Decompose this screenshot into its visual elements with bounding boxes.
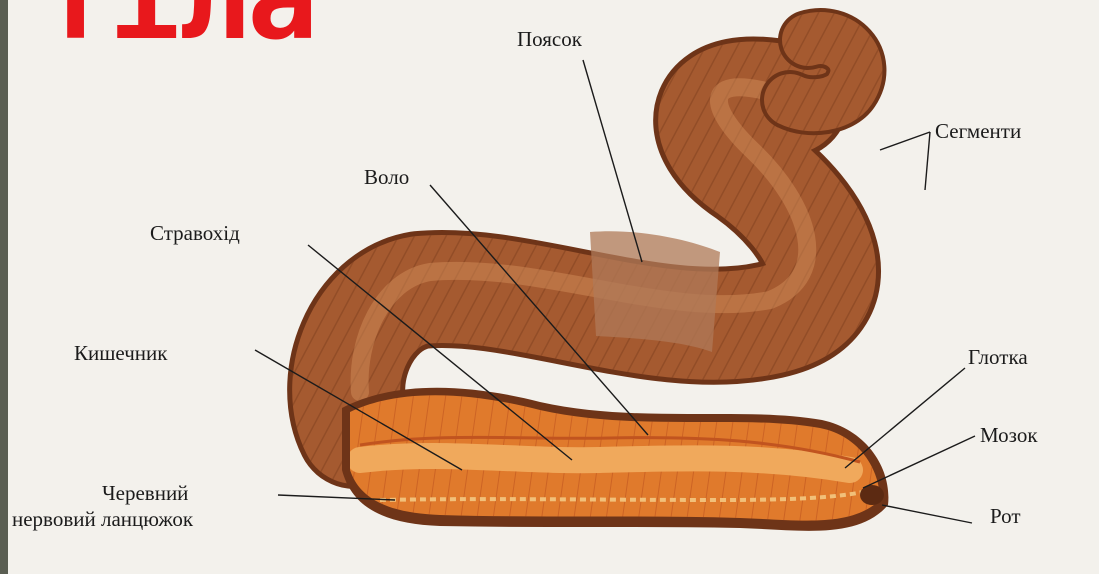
label-kyshechnyk: Кишечник (74, 340, 167, 366)
dissected-front-body (340, 380, 900, 540)
label-rot: Рот (990, 503, 1021, 529)
label-mozok: Мозок (980, 422, 1038, 448)
label-poyasok: Поясок (517, 26, 582, 52)
label-segmenty: Сегменти (935, 118, 1021, 144)
label-cherevnyi-nervovyi-lantsiuzhok: Черевний нервовий ланцюжок (12, 480, 193, 533)
label-volo: Воло (364, 164, 409, 190)
label-cherevnyi-line2: нервовий ланцюжок (12, 506, 193, 532)
clitellum-band (590, 231, 720, 352)
worm-back-body (346, 87, 822, 430)
label-stravokhid: Стравохід (150, 220, 240, 246)
label-hlotka: Глотка (968, 344, 1028, 370)
slide-title: тіла (40, 0, 316, 56)
label-cherevnyi-line1: Черевний (12, 480, 193, 506)
